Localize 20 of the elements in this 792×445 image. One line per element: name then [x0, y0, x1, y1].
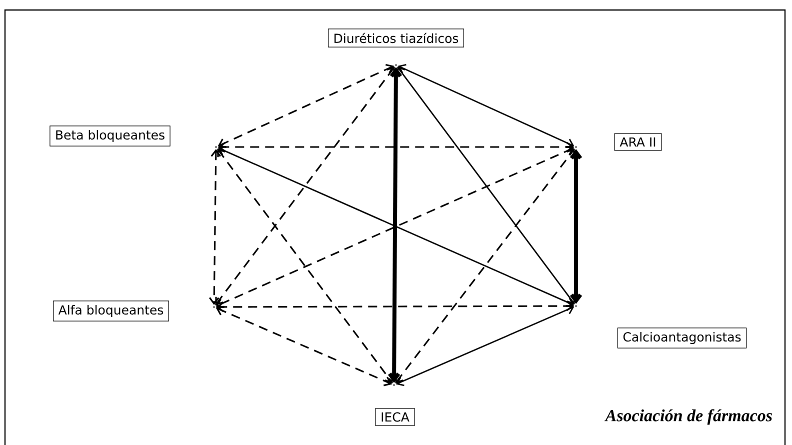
drug-box: Calcioantagonistas — [617, 328, 747, 348]
arrow — [216, 300, 574, 312]
drug-box: Diuréticos tiazídicos — [328, 28, 464, 48]
arrow — [395, 148, 575, 384]
arrow — [216, 306, 392, 386]
arrow — [397, 66, 575, 304]
arrow — [218, 142, 574, 152]
caption: Asociación de fármacos — [604, 409, 772, 425]
drug-box: IECA — [375, 408, 415, 426]
drug-box: Alfa bloqueantes — [53, 300, 169, 322]
arrow — [217, 148, 393, 384]
arrow — [570, 149, 582, 304]
arrow — [396, 304, 574, 386]
arrow — [388, 67, 402, 383]
arrow — [208, 149, 222, 305]
arrow — [398, 64, 574, 148]
drug-box: Beta bloqueantes — [50, 126, 170, 146]
arrow — [218, 64, 394, 148]
drug-box: ARA II — [614, 133, 662, 151]
arrow — [215, 66, 395, 306]
